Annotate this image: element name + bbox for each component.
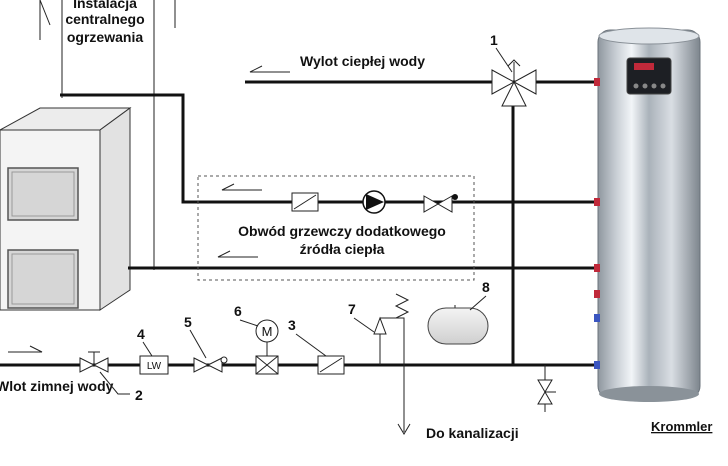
filter-icon [317, 355, 345, 375]
heating-installation-lines [39, 0, 176, 270]
cold-inlet-connector [594, 361, 600, 369]
aux-filter-icon [291, 192, 319, 212]
drain-valve-icon [537, 379, 556, 412]
safety-valve-icon [373, 293, 411, 435]
component-number-1: 1 [490, 32, 498, 48]
hot-outlet-connector [594, 78, 600, 86]
aux-return-connector [594, 264, 600, 272]
check-valve-5-icon [193, 356, 228, 373]
brand-logo: Krommler [651, 419, 712, 434]
flow-arrows [8, 0, 290, 353]
pressure-reducer-icon: M [255, 319, 279, 375]
hot-water-outlet-label: Wylot ciepłej wody [300, 53, 425, 69]
expansion-vessel-icon [427, 305, 489, 345]
component-number-2: 2 [135, 387, 143, 403]
water-meter-icon: LW [139, 355, 169, 375]
aux-flow-connector [594, 198, 600, 206]
mixing-valve-icon [491, 59, 537, 107]
heating-label-line3: ogrzewania [67, 29, 143, 45]
aux-circuit-label-line2: źródła ciepła [300, 241, 385, 257]
shutoff-valve-icon [79, 351, 109, 373]
component-number-5: 5 [184, 314, 192, 330]
sensor-connector [594, 290, 600, 298]
water-heater-tank [594, 27, 701, 402]
heating-label-line1: Instalacja [73, 0, 137, 11]
water-meter-label: LW [147, 361, 162, 372]
component-number-6: 6 [234, 303, 242, 319]
cold-water-inlet-label: Wlot zimnej wody [0, 378, 114, 394]
heating-label-line2: centralnego [65, 11, 144, 27]
component-number-3: 3 [288, 317, 296, 333]
check-valve-icon [423, 194, 458, 213]
drain-label: Do kanalizacji [426, 425, 519, 441]
aux-circuit-label-line1: Obwód grzewczy dodatkowego [238, 223, 446, 239]
aux-circuit-box [197, 175, 475, 281]
pressure-reducer-label: M [262, 324, 273, 339]
component-number-8: 8 [482, 279, 490, 295]
circulation-pump-icon [362, 190, 386, 214]
boiler-unit [0, 107, 132, 311]
cold-connector-upper [594, 314, 600, 322]
component-number-4: 4 [137, 326, 145, 342]
component-number-7: 7 [348, 301, 356, 317]
pipe-network [0, 80, 600, 405]
